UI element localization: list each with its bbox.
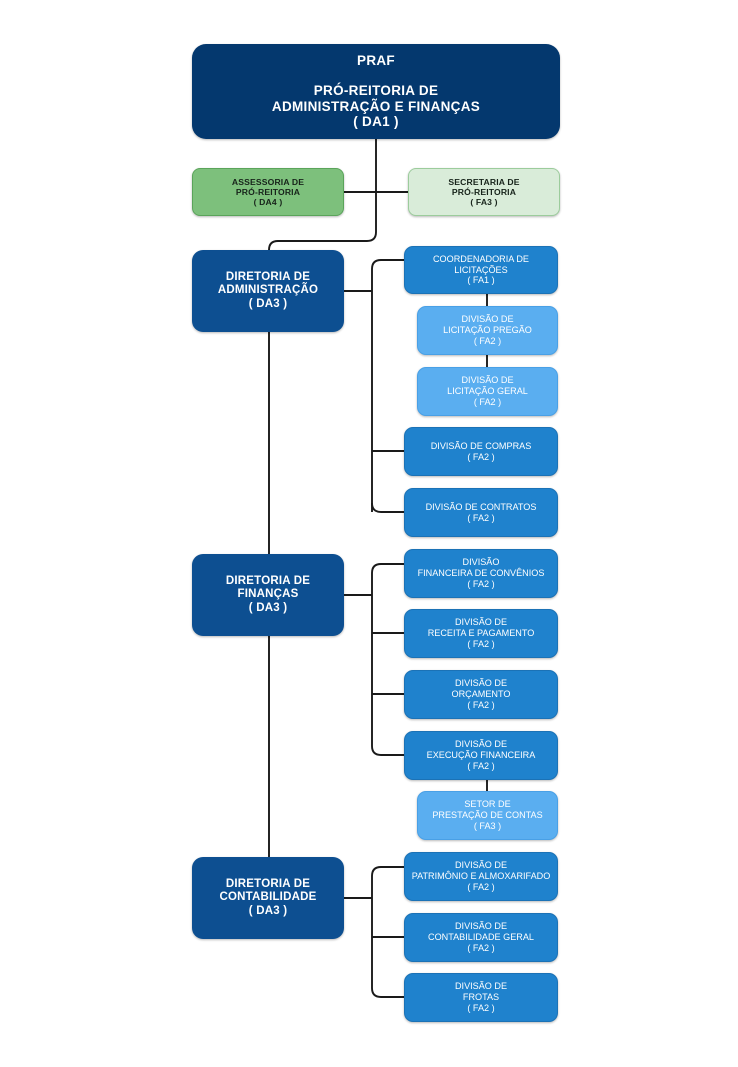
node-divisao-contratos[interactable]: DIVISÃO DE CONTRATOS ( FA2 ): [404, 488, 558, 537]
node-praf-name: PRÓ-REITORIA DE ADMINISTRAÇÃO E FINANÇAS…: [271, 82, 481, 130]
node-coordenadoria-licitacoes[interactable]: COORDENADORIA DE LICITAÇÕES ( FA1 ): [404, 246, 558, 294]
node-secretaria-pro-reitoria[interactable]: SECRETARIA DE PRÓ-REITORIA ( FA3 ): [408, 168, 560, 216]
node-divisao-receita-pagamento[interactable]: DIVISÃO DE RECEITA E PAGAMENTO ( FA2 ): [404, 609, 558, 658]
node-praf[interactable]: PRAF PRÓ-REITORIA DE ADMINISTRAÇÃO E FIN…: [192, 44, 560, 139]
node-divisao-frotas[interactable]: DIVISÃO DE FROTAS ( FA2 ): [404, 973, 558, 1022]
node-diretoria-contabilidade[interactable]: DIRETORIA DE CONTABILIDADE ( DA3 ): [192, 857, 344, 939]
node-diretoria-administracao[interactable]: DIRETORIA DE ADMINISTRAÇÃO ( DA3 ): [192, 250, 344, 332]
node-divisao-licitacao-geral[interactable]: DIVISÃO DE LICITAÇÃO GERAL ( FA2 ): [417, 367, 558, 416]
node-divisao-patrimonio-almoxarifado[interactable]: DIVISÃO DE PATRIMÔNIO E ALMOXARIFADO ( F…: [404, 852, 558, 901]
node-divisao-contabilidade-geral[interactable]: DIVISÃO DE CONTABILIDADE GERAL ( FA2 ): [404, 913, 558, 962]
node-divisao-financeira-convenios[interactable]: DIVISÃO FINANCEIRA DE CONVÊNIOS ( FA2 ): [404, 549, 558, 598]
node-praf-acronym: PRAF: [357, 52, 395, 68]
node-divisao-orcamento[interactable]: DIVISÃO DE ORÇAMENTO ( FA2 ): [404, 670, 558, 719]
node-divisao-licitacao-pregao[interactable]: DIVISÃO DE LICITAÇÃO PREGÃO ( FA2 ): [417, 306, 558, 355]
node-divisao-execucao-financeira[interactable]: DIVISÃO DE EXECUÇÃO FINANCEIRA ( FA2 ): [404, 731, 558, 780]
node-assessoria-pro-reitoria[interactable]: ASSESSORIA DE PRÓ-REITORIA ( DA4 ): [192, 168, 344, 216]
node-diretoria-financas[interactable]: DIRETORIA DE FINANÇAS ( DA3 ): [192, 554, 344, 636]
node-setor-prestacao-contas[interactable]: SETOR DE PRESTAÇÃO DE CONTAS ( FA3 ): [417, 791, 558, 840]
node-divisao-compras[interactable]: DIVISÃO DE COMPRAS ( FA2 ): [404, 427, 558, 476]
